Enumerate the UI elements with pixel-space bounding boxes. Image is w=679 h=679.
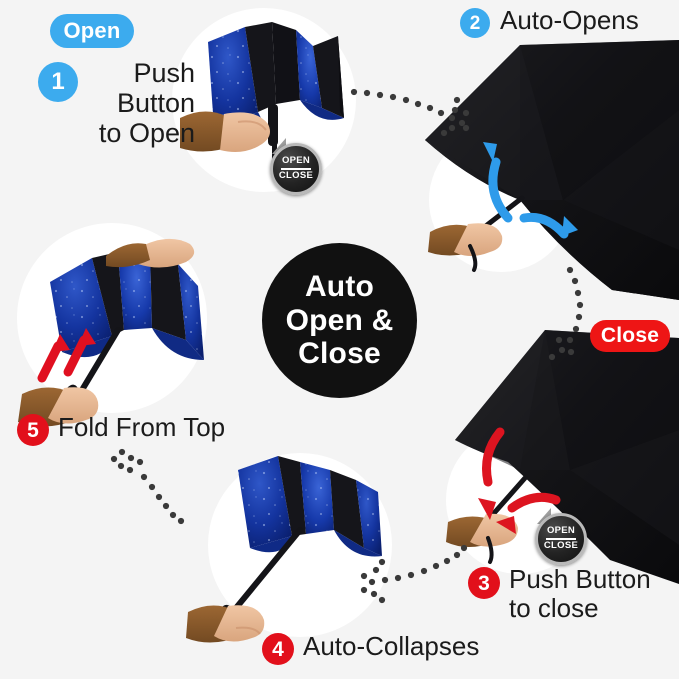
- step-5-photo: [17, 223, 207, 427]
- connector-5-to-4: [110, 448, 185, 525]
- step-1-photo: [172, 8, 356, 192]
- step-4-number: 4: [272, 637, 284, 661]
- connector-2-to-3: [548, 266, 584, 361]
- product-button-1-close-label: CLOSE: [278, 169, 314, 181]
- step-1-number-badge: 1: [38, 62, 78, 102]
- product-open-close-button-2: OPEN CLOSE: [535, 513, 587, 565]
- step-2-number-badge: 2: [460, 8, 490, 38]
- hero-badge: Auto Open & Close: [262, 243, 417, 398]
- step-1-number: 1: [51, 68, 65, 95]
- close-arrows: [482, 427, 561, 513]
- step-5-number-badge: 5: [17, 414, 49, 446]
- product-open-close-button-1: OPEN CLOSE: [270, 143, 322, 195]
- product-button-2-close-label: CLOSE: [543, 539, 579, 551]
- step-3-number: 3: [478, 571, 490, 595]
- hero-line-2: Open &: [285, 303, 394, 337]
- product-button-2-divider: [546, 538, 576, 540]
- step-3-number-badge: 3: [468, 567, 500, 599]
- product-button-1-open-label: OPEN: [281, 155, 311, 167]
- mode-badge-close-label: Close: [600, 324, 660, 347]
- hero-line-3: Close: [298, 337, 381, 371]
- connector-4-to-3: [360, 544, 468, 604]
- product-button-2-open-label: OPEN: [546, 525, 576, 537]
- step-2-label: Auto-Opens: [500, 5, 639, 35]
- step-4-label: Auto-Collapses: [303, 631, 480, 661]
- mode-badge-open-label: Open: [63, 18, 121, 43]
- step-5-label: Fold From Top: [58, 412, 226, 442]
- step-5-number: 5: [27, 418, 39, 442]
- product-button-1-divider: [281, 168, 311, 170]
- mode-badge-open: Open: [50, 14, 134, 48]
- step-1-label: Push Button to Open: [98, 58, 195, 149]
- step-2-number: 2: [469, 12, 481, 34]
- step-4-number-badge: 4: [262, 633, 294, 665]
- open-arrows: [488, 157, 569, 239]
- step-3-label: Push Button to close: [509, 564, 651, 623]
- mode-badge-close: Close: [590, 320, 670, 352]
- hero-line-1: Auto: [304, 270, 375, 304]
- step-4-photo: [186, 453, 392, 643]
- connector-1-to-2: [350, 88, 470, 137]
- step-2-photo: [425, 40, 679, 300]
